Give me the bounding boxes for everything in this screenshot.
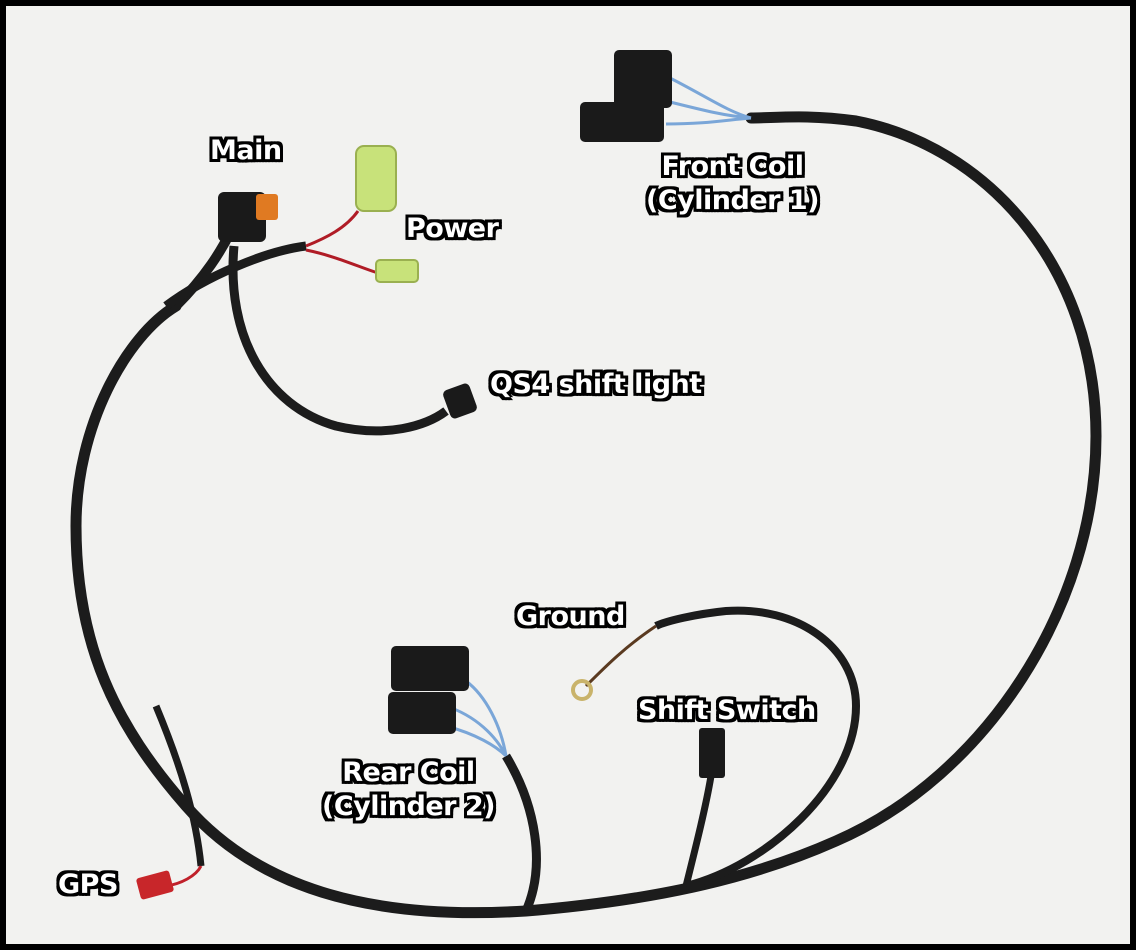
label-gps: GPS <box>58 869 118 900</box>
main-connector-orange <box>256 194 278 220</box>
ground-ring-terminal <box>571 679 593 701</box>
wiring-harness-photo <box>70 50 1102 919</box>
label-ground: Ground <box>516 601 625 632</box>
label-power: Power <box>406 213 499 244</box>
label-front-coil-line1: Front Coil <box>661 151 804 182</box>
label-rear-coil: Rear Coil (Cylinder 2) <box>322 756 495 824</box>
qs4-connector <box>443 383 477 419</box>
rear-coil-branch <box>502 753 541 913</box>
power-red-wire <box>305 210 360 248</box>
label-rear-coil-line2: (Cylinder 2) <box>322 791 495 822</box>
main-connector <box>218 192 266 242</box>
shift-switch-connector <box>699 728 725 778</box>
power-connector-small <box>375 259 419 283</box>
main-harness-cable <box>70 111 1102 919</box>
rear-coil-connector-2 <box>388 692 456 734</box>
label-main: Main <box>210 135 282 166</box>
power-connector-large <box>355 145 397 212</box>
gps-branch <box>152 704 205 867</box>
label-shift-switch: Shift Switch <box>638 695 816 726</box>
shift-switch-branch <box>654 606 861 890</box>
label-qs4-shift-light: QS4 shift light <box>490 369 702 400</box>
rear-coil-connector-1 <box>391 646 469 691</box>
label-front-coil-line2: (Cylinder 1) <box>646 185 819 216</box>
ground-wire <box>584 624 657 688</box>
front-coil-connector-2 <box>580 102 664 142</box>
front-coil-connector-1 <box>614 50 672 108</box>
label-rear-coil-line1: Rear Coil <box>342 757 475 788</box>
label-front-coil: Front Coil (Cylinder 1) <box>646 150 819 218</box>
power-red-wire-2 <box>305 248 382 276</box>
gps-terminal <box>136 870 174 900</box>
front-coil-blue-wires <box>665 74 752 126</box>
shift-switch-wire <box>682 775 715 887</box>
qs4-branch <box>228 245 449 436</box>
